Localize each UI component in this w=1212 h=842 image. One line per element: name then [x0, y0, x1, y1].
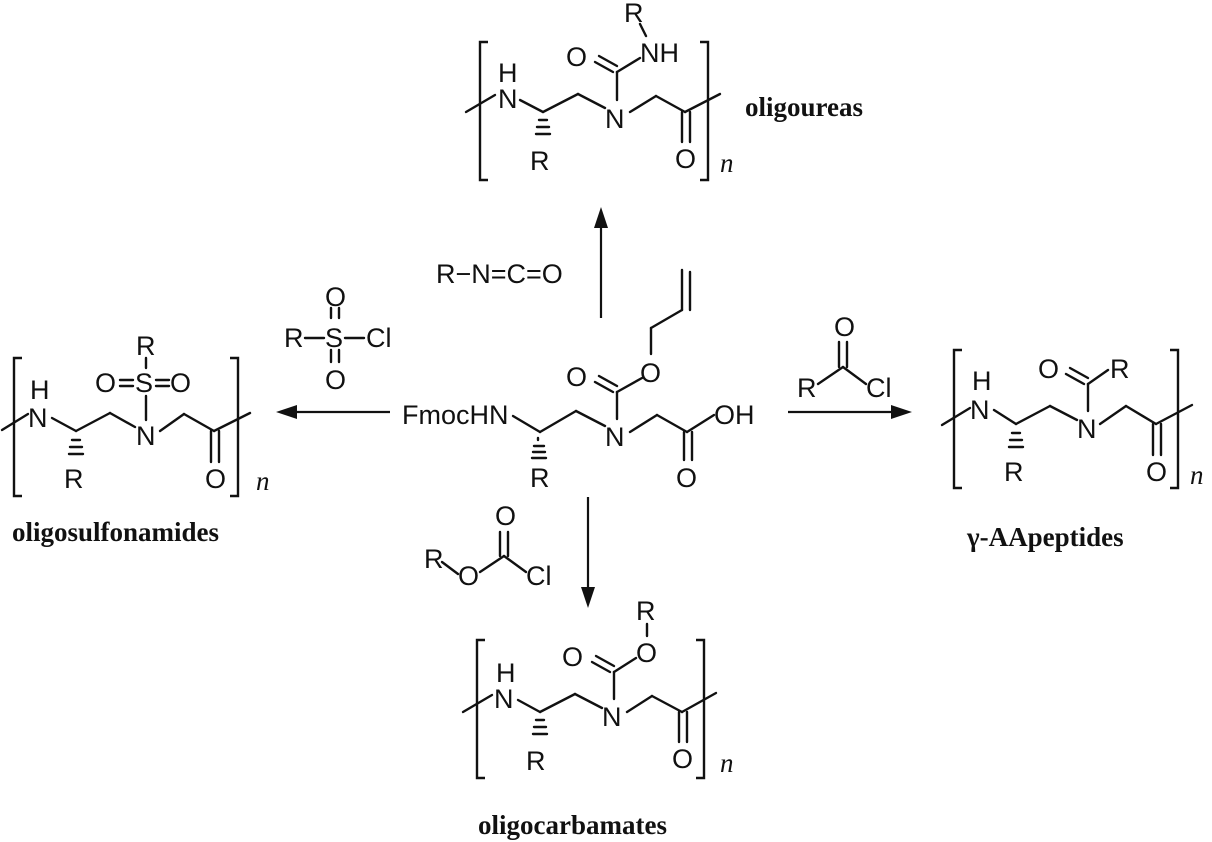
acyl-o-label: O: [834, 312, 855, 342]
sulfonyl-o-bottom-label: O: [325, 365, 346, 395]
sulf-backbone-n: N: [28, 403, 48, 433]
sulfonyl-r-label: R: [284, 323, 304, 353]
chloroformate-carbonyl-o-label: O: [495, 501, 516, 531]
urea-r-top: R: [624, 0, 644, 28]
acyl-cl-label: Cl: [866, 373, 892, 403]
aap-carbonyl-o: O: [1146, 457, 1167, 487]
oligocarbamates-title: oligocarbamates: [478, 810, 667, 840]
sulf-backbone-h: H: [30, 375, 50, 405]
carb-o-label: O: [562, 642, 583, 672]
sulfonyl-s-label: S: [325, 323, 343, 353]
start-oh-label: OH: [714, 400, 755, 430]
urea-n-label: N: [605, 104, 625, 134]
sulf-n-label: N: [136, 421, 156, 451]
acyl-r-label: R: [797, 373, 817, 403]
fmoc-label: FmocHN: [402, 400, 509, 430]
sulf-r-side: R: [64, 464, 84, 494]
start-ester-o-label: O: [640, 358, 661, 388]
carb-carbonyl-o: O: [672, 744, 693, 774]
reagent-sulfonyl-chloride: R S Cl O O: [284, 282, 392, 395]
start-r-label: R: [530, 463, 550, 493]
aap-n-label: N: [1077, 414, 1097, 444]
sulf-repeat-n: n: [256, 466, 270, 496]
reaction-arrows: [276, 207, 912, 608]
starting-material: FmocHN N OH O O O R: [402, 268, 755, 493]
urea-nh-label: NH: [640, 38, 679, 68]
sulf-s-label: S: [135, 368, 153, 398]
reagent-isocyanate: R−N=C=O: [436, 259, 563, 289]
aap-r-top: R: [1110, 354, 1130, 384]
urea-r-side: R: [530, 146, 550, 176]
sulf-o-right: O: [170, 368, 191, 398]
carb-r-side: R: [526, 746, 546, 776]
aap-repeat-n: n: [1190, 460, 1204, 490]
product-oligocarbamates: N H N O O O R R n oligocarbamates: [461, 596, 734, 840]
start-n-label: N: [605, 422, 625, 452]
aap-o-label: O: [1038, 354, 1059, 384]
aap-r-side: R: [1004, 457, 1024, 487]
reagent-chloroformate: R O O Cl: [424, 501, 552, 591]
sulfonyl-o-top-label: O: [325, 282, 346, 312]
carb-ester-o: O: [636, 638, 657, 668]
carb-backbone-h: H: [496, 658, 516, 688]
sulf-r-top: R: [136, 331, 156, 361]
product-gamma-aapeptides: N H N O O R R n γ-AApeptides: [940, 348, 1204, 552]
chloroformate-o-label: O: [458, 561, 479, 591]
urea-o-label: O: [566, 42, 587, 72]
carb-r-top: R: [636, 596, 656, 626]
urea-repeat-n: n: [720, 148, 734, 178]
gamma-aapeptides-title: γ-AApeptides: [966, 522, 1124, 552]
oligosulfonamides-title: oligosulfonamides: [12, 517, 219, 547]
aap-backbone-n: N: [970, 395, 990, 425]
urea-carbonyl-o: O: [675, 144, 696, 174]
urea-backbone-n: N: [498, 84, 518, 114]
aap-backbone-h: H: [972, 366, 992, 396]
carb-backbone-n: N: [494, 684, 514, 714]
isocyanate-label: R−N=C=O: [436, 259, 563, 289]
sulfonyl-cl-label: Cl: [366, 323, 392, 353]
product-oligoureas: N H N O O NH R R n oligoureas: [464, 0, 863, 182]
urea-backbone-h: H: [498, 58, 518, 88]
sulf-o-left: O: [95, 368, 116, 398]
chloroformate-cl-label: Cl: [526, 561, 552, 591]
carb-repeat-n: n: [720, 748, 734, 778]
carb-n-label: N: [602, 702, 622, 732]
start-acid-o-label: O: [676, 463, 697, 493]
oligoureas-title: oligoureas: [745, 92, 863, 122]
sulf-carbonyl-o: O: [205, 464, 226, 494]
chloroformate-r-label: R: [424, 544, 444, 574]
product-oligosulfonamides: N H N O S O O R R n oligosulfonamides: [0, 331, 270, 547]
reagent-acyl-chloride: R O Cl: [797, 312, 892, 403]
start-carbonyl-o-label: O: [566, 362, 587, 392]
